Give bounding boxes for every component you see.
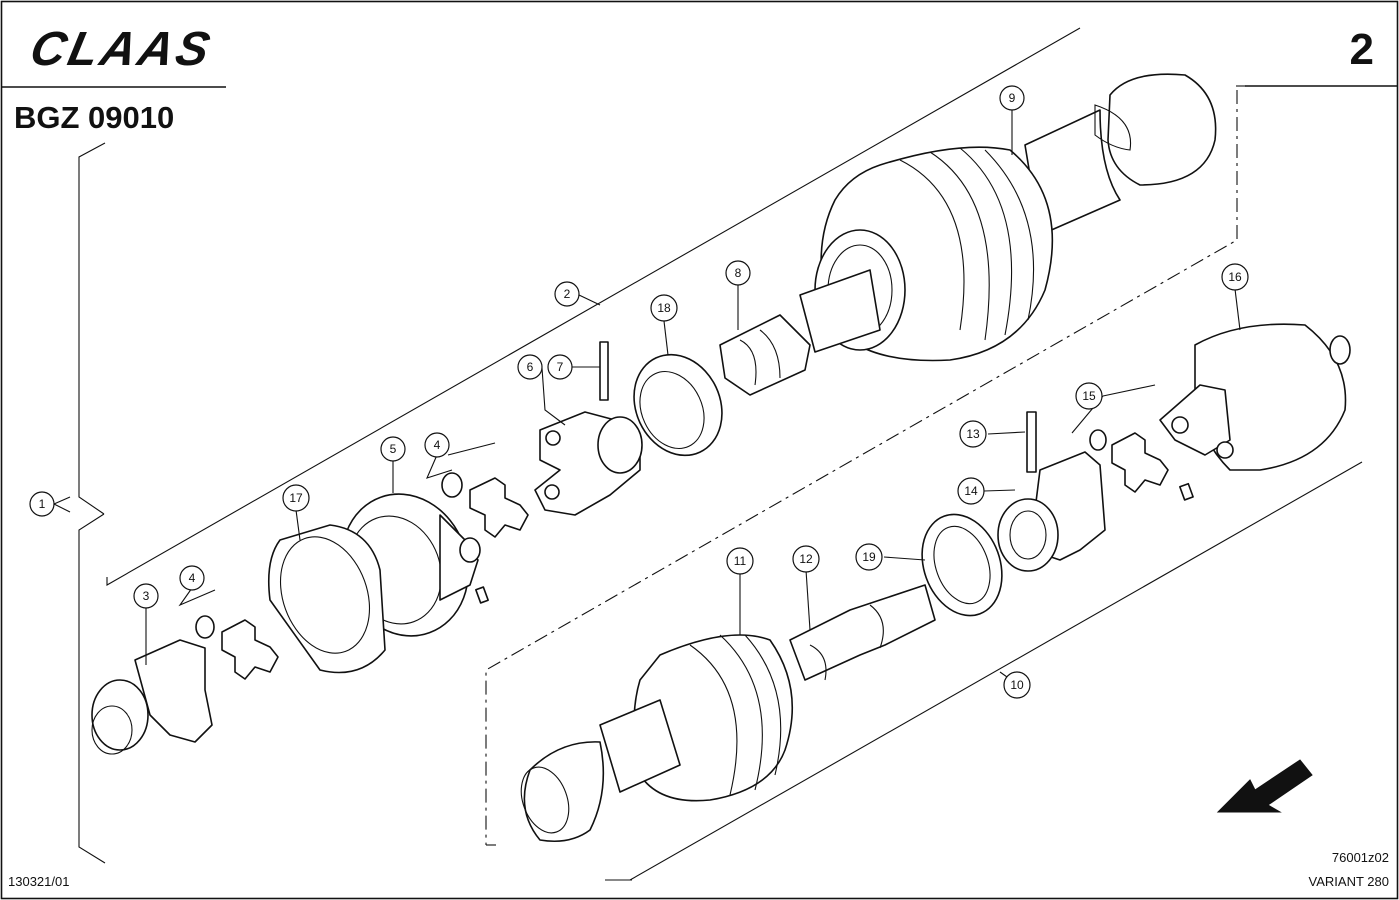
svg-text:8: 8	[735, 266, 742, 280]
part-6-yoke	[534, 411, 643, 516]
callout-8: 8	[725, 260, 751, 286]
callout-19: 19	[855, 543, 883, 571]
svg-text:15: 15	[1082, 389, 1096, 403]
svg-text:12: 12	[799, 552, 813, 566]
svg-text:6: 6	[527, 360, 534, 374]
part-14-yoke	[997, 451, 1106, 572]
part-3-yoke	[91, 639, 213, 755]
claas-logo: CLAAS	[26, 22, 218, 75]
callout-4a: 4	[424, 432, 450, 458]
drawing-number: 76001z02	[1332, 850, 1389, 865]
svg-text:17: 17	[289, 491, 303, 505]
callout-16: 16	[1221, 263, 1249, 291]
part-4-cross-upper	[441, 472, 529, 538]
callout-18: 18	[650, 294, 678, 322]
part-11-guard-cone	[520, 634, 794, 843]
page-number: 2	[1350, 25, 1374, 74]
part-17-flange-plate	[267, 524, 386, 674]
callout-15: 15	[1075, 382, 1103, 410]
svg-text:14: 14	[964, 484, 978, 498]
svg-text:9: 9	[1009, 91, 1016, 105]
svg-text:13: 13	[966, 427, 980, 441]
svg-text:CLAAS: CLAAS	[26, 22, 218, 75]
callout-6: 6	[517, 354, 543, 380]
leader-lines	[53, 108, 1241, 685]
part-12-tube	[789, 584, 936, 681]
part-7-pin	[599, 341, 609, 401]
svg-text:3: 3	[143, 589, 150, 603]
svg-text:16: 16	[1228, 270, 1242, 284]
callout-11: 11	[726, 547, 754, 575]
model-name: VARIANT 280	[1309, 874, 1389, 889]
callout-2: 2	[554, 281, 580, 307]
part-18-bearing-ring	[633, 353, 723, 457]
svg-text:4: 4	[189, 571, 196, 585]
svg-text:11: 11	[734, 554, 747, 568]
svg-text:18: 18	[657, 301, 671, 315]
svg-text:2: 2	[564, 287, 571, 301]
callout-10: 10	[1003, 671, 1031, 699]
callout-14: 14	[957, 477, 985, 505]
callout-3: 3	[133, 583, 159, 609]
assembly-outlines	[78, 27, 1363, 881]
part-8-tube	[719, 314, 811, 396]
callout-12: 12	[792, 545, 820, 573]
part-16-yoke	[1159, 323, 1351, 471]
callout-4b: 4	[179, 565, 205, 591]
part-13-pin	[1026, 411, 1037, 473]
direction-arrow-icon	[1216, 759, 1313, 813]
part-15-cross	[1089, 429, 1194, 501]
document-code: BGZ 09010	[14, 100, 174, 135]
callout-9: 9	[999, 85, 1025, 111]
svg-text:10: 10	[1010, 678, 1024, 692]
part-9-guard-cone	[799, 73, 1217, 362]
svg-text:7: 7	[557, 360, 564, 374]
callout-13: 13	[959, 420, 987, 448]
part-19-ring-plate	[921, 513, 1003, 617]
callout-17: 17	[282, 484, 310, 512]
callout-1: 1	[29, 491, 55, 517]
svg-text:5: 5	[390, 442, 397, 456]
svg-text:19: 19	[862, 550, 876, 564]
svg-text:1: 1	[39, 497, 46, 511]
callout-5: 5	[380, 436, 406, 462]
part-4-cross-lower	[195, 615, 279, 680]
svg-text:4: 4	[434, 438, 441, 452]
callout-7: 7	[547, 354, 573, 380]
footer-left-code: 130321/01	[8, 874, 69, 889]
